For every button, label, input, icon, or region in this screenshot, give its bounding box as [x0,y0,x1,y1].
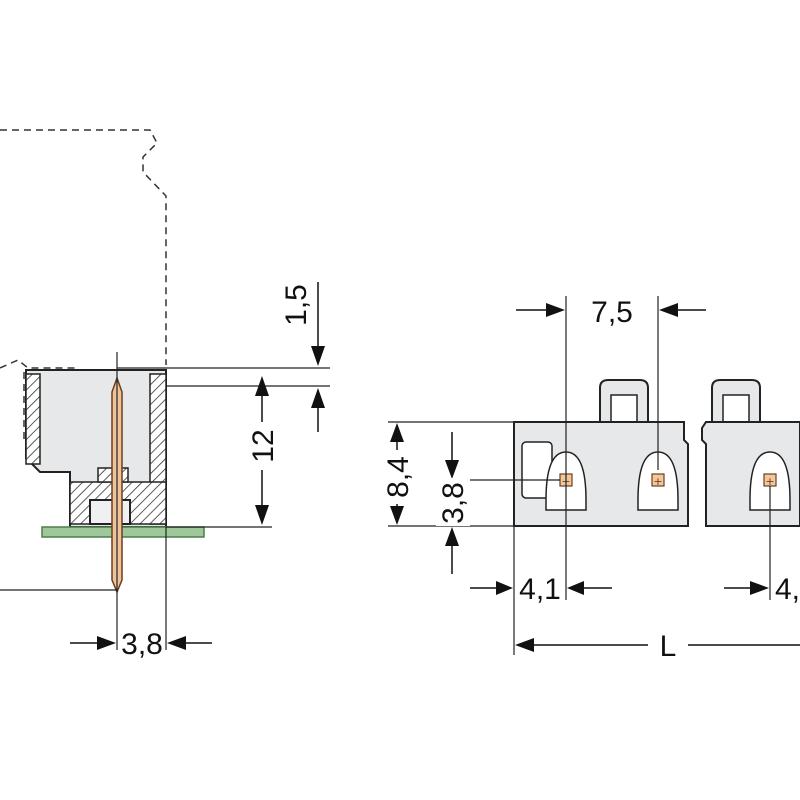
dim-label-8-4: 8,4 [382,456,415,498]
svg-text:+: + [765,475,774,488]
dim-label-4-1-right: 4, [775,573,800,606]
dim-arrow-12-bottom [255,505,269,525]
dim-arrow-8-4-top [390,423,404,442]
front-view: + + + 7,5 8,4 3,8 [380,296,800,663]
dim-label-1-5: 1,5 [280,284,313,326]
svg-text:+: + [653,475,662,488]
pin-square-2 [651,473,665,487]
dim-label-3-8-front: 3,8 [437,482,470,524]
dim-arrow-1-5-top [311,346,325,366]
dim-arrow-3-8-right [167,636,186,650]
dim-arrow-7-5-right [659,303,678,317]
dim-arrow-4-1b-left [750,581,769,595]
dim-arrow-4-1-left [496,581,513,595]
dim-arrow-8-4-bottom [390,506,404,525]
dim-label-7-5: 7,5 [591,296,633,329]
housing-base-inner [89,499,131,525]
mating-plug-outline [0,129,167,365]
dim-arrow-3-8-left [97,636,116,650]
dim-label-4-1: 4,1 [519,573,561,606]
housing-left-wall-section [25,373,41,465]
dim-arrow-7-5-left [546,303,565,317]
dim-arrow-1-5-bottom [311,388,325,408]
side-view: 1,5 12 3,8 [0,129,330,661]
dim-label-12: 12 [247,429,280,462]
dim-label-3-8-side: 3,8 [121,628,163,661]
dim-arrow-12-top [255,376,269,396]
pcb-board [41,526,205,538]
dim-arrow-3-8-top [445,460,459,479]
mating-plug-lower-outline [0,359,77,378]
dim-arrow-L-left [515,638,534,652]
dim-label-L: L [660,630,677,663]
dim-arrow-4-1-right [567,581,584,595]
dim-arrow-3-8-bottom [445,527,459,546]
